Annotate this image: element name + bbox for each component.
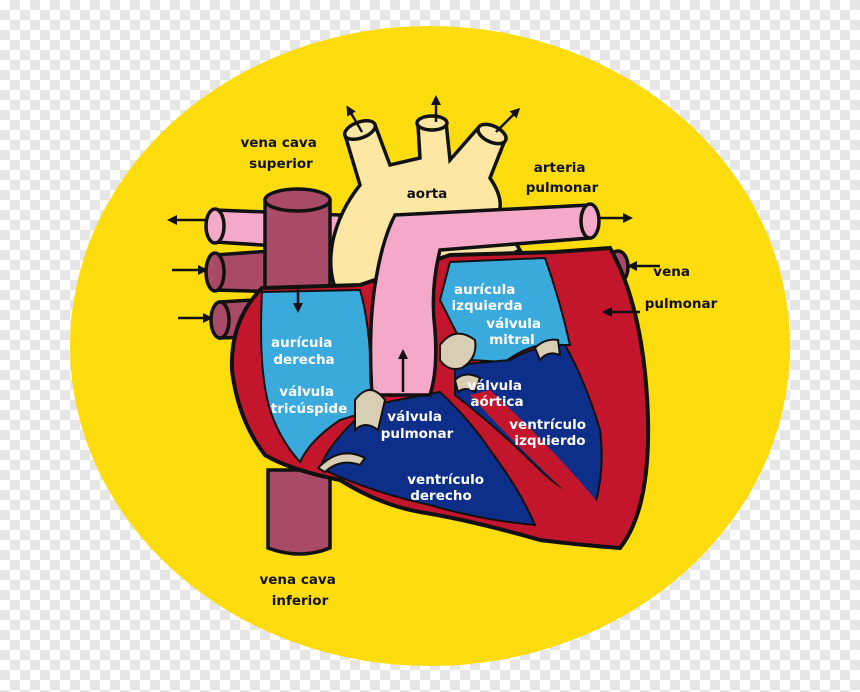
label-aorta: aorta: [407, 186, 448, 202]
label-ventriculo-izquierdo: ventrículo izquierdo: [509, 417, 591, 449]
label-valvula-tricuspide: válvula tricúspide: [271, 384, 348, 417]
label-arteria-pulmonar: arteria pulmonar: [526, 160, 599, 196]
pulmonary-artery: [368, 202, 601, 397]
label-vena-cava-superior: vena cava superior: [240, 135, 321, 172]
valves: [316, 332, 562, 474]
label-vena-cava-inferior: vena cava inferior: [259, 572, 340, 609]
flow-arrows: [167, 95, 660, 392]
label-vena-pulmonar: vena pulmonar: [645, 264, 718, 312]
label-valvula-pulmonar: válvula pulmonar: [381, 409, 454, 442]
label-valvula-aortica: válvula aórtica: [467, 378, 526, 410]
label-auricula-izquierda: aurícula izquierda: [452, 282, 523, 314]
label-ventriculo-derecho: ventrículo derecho: [407, 472, 489, 504]
vena-cava: [263, 187, 332, 556]
label-auricula-derecha: aurícula derecha: [271, 335, 337, 368]
septum: [470, 390, 600, 510]
left-atrium: [438, 256, 572, 364]
label-valvula-mitral: válvula mitral: [486, 316, 545, 348]
